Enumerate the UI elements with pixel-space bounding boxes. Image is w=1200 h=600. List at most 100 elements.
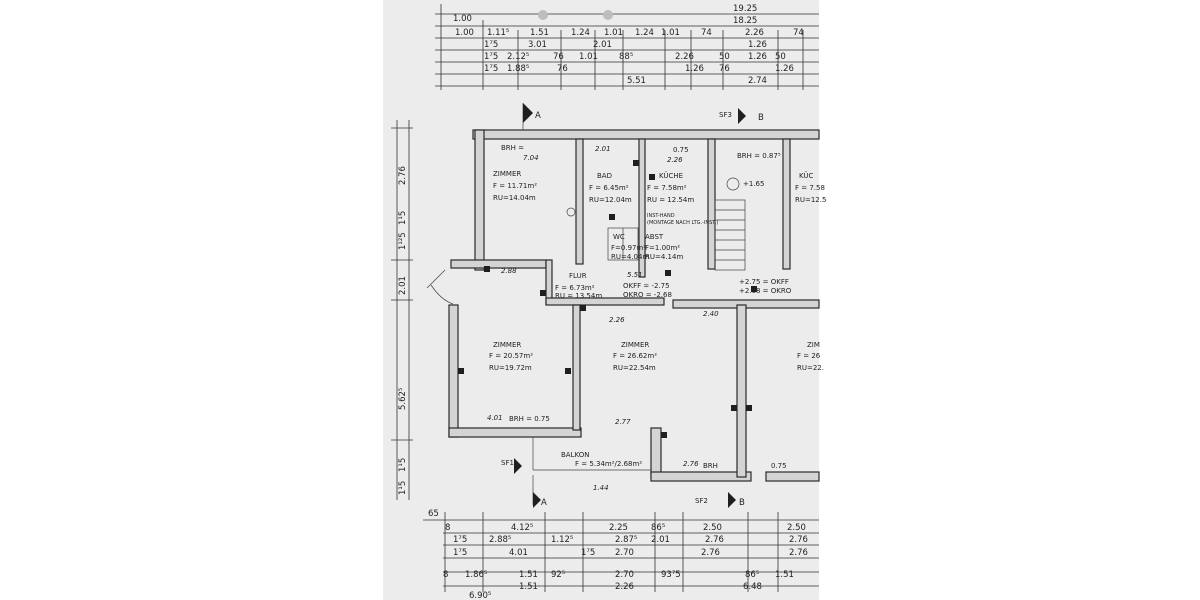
dim: 1.00 — [453, 14, 472, 24]
dim: 1⁷5 — [453, 548, 467, 558]
fixtures — [426, 177, 746, 471]
dim: 6.90⁵ — [469, 591, 491, 600]
dim: 1.26 — [775, 64, 794, 74]
room-area: F=0.97m² — [611, 244, 646, 252]
socket — [746, 405, 752, 411]
room-name: ZIMMER — [493, 170, 521, 178]
dim: 2.70 — [615, 570, 634, 580]
socket — [484, 266, 490, 272]
dim: 1¹5 — [398, 211, 408, 225]
room-wc: WC F=0.97m² RU=4.04m — [611, 233, 649, 261]
dim: 2.01 — [651, 535, 670, 545]
dim: 86⁵ — [651, 523, 665, 533]
note-level: +1.65 — [743, 180, 764, 188]
dim-overall: 19.25 — [733, 4, 757, 14]
dim: 2.01 — [593, 40, 612, 50]
dim: 2.70 — [615, 548, 634, 558]
dim: 2.26 — [745, 28, 764, 38]
section-arrow-icon — [533, 492, 541, 508]
room-perimeter: RU=12.5 — [795, 196, 826, 204]
note-install: INST-HAND — [647, 213, 675, 219]
dim: 4.12⁵ — [511, 523, 533, 533]
sketch-dim: 2.40 — [703, 310, 719, 318]
section-arrow-icon — [738, 108, 746, 124]
room-bad: BAD F = 6.45m² RU=12.04m — [589, 172, 632, 204]
room-perimeter: RU=12.04m — [589, 196, 632, 204]
dim: 2.25 — [609, 523, 628, 533]
dim: 76 — [557, 64, 568, 74]
dim: 76 — [553, 52, 564, 62]
walls — [448, 129, 820, 482]
room-balkon: BALKON F = 5.34m²/2.68m² — [561, 451, 642, 468]
door-arc — [430, 284, 454, 305]
room-area: F = 7.58 — [795, 184, 825, 192]
section-label: B — [758, 113, 764, 123]
room-area: F = 20.57m² — [489, 352, 533, 360]
dim: 2.76 — [705, 535, 724, 545]
room-area: F = 6.73m² — [555, 284, 595, 292]
room-abst: ABST F=1.00m² RU=4.14m — [645, 233, 683, 261]
dim: 1.26 — [748, 40, 767, 50]
note-level: OKRO = -2.68 — [623, 291, 672, 299]
room-name: ZIMMER — [621, 341, 649, 349]
punch-hole — [603, 10, 613, 20]
drain — [566, 207, 576, 217]
room-perimeter: RU = 13.54m — [555, 292, 602, 300]
room-name: BAD — [597, 172, 612, 180]
level-marker — [726, 177, 740, 191]
dim: 1.51 — [775, 570, 794, 580]
socket — [540, 290, 546, 296]
dim: 2.76 — [701, 548, 720, 558]
sketch-dim: 2.76 — [683, 460, 699, 468]
socket — [609, 214, 615, 220]
floor-plan-drawing: 19.25 1.00 18.25 1.00 1.11⁵ 1.51 1.24 1.… — [391, 4, 826, 600]
dim: 86⁵ — [745, 570, 759, 580]
dim: 92⁵ — [551, 570, 565, 580]
section-label: SF3 — [719, 111, 732, 119]
dim: 2.26 — [675, 52, 694, 62]
room-perimeter: RU=19.72m — [489, 364, 532, 372]
dim: 93⁷5 — [661, 570, 681, 580]
annotations: BRH = BRH = 0.87⁵ BRH = 0.75 BRH 0.75 0.… — [501, 144, 792, 470]
dim: 2.76 — [789, 548, 808, 558]
room-name: KÜCHE — [659, 171, 683, 180]
room-zimmer-middle: ZIMMER F = 26.62m² RU=22.54m — [613, 341, 657, 372]
dim: 1.24 — [571, 28, 590, 38]
punch-hole — [538, 10, 548, 20]
socket — [580, 305, 586, 311]
section-label: A — [535, 111, 541, 121]
dim: 1⁷5 — [453, 535, 467, 545]
room-name: WC — [613, 233, 625, 241]
room-name: ABST — [645, 233, 664, 241]
socket — [649, 174, 655, 180]
sketch-dim: 2.88 — [501, 267, 517, 275]
bottom-dimensions: 65 8 4.12⁵ 2.25 86⁵ 2.50 2.50 1⁷5 2.88⁵ … — [423, 509, 819, 600]
plan-sheet: 19.25 1.00 18.25 1.00 1.11⁵ 1.51 1.24 1.… — [383, 0, 826, 600]
room-perimeter: RU=4.14m — [645, 253, 683, 261]
room-area: F = 5.34m²/2.68m² — [575, 460, 642, 468]
dim: 1.01 — [579, 52, 598, 62]
section-arrow-icon — [728, 492, 736, 508]
dim: 65 — [428, 509, 439, 519]
dim: 8 — [443, 570, 448, 580]
dim: 5.62⁵ — [398, 388, 408, 410]
room-name: ZIMMER — [493, 341, 521, 349]
dim: 1.26 — [748, 52, 767, 62]
dim: 1¹²5 — [398, 232, 408, 250]
note-brh: BRH = 0.75 — [509, 415, 550, 423]
door-swing — [426, 269, 446, 289]
socket — [565, 368, 571, 374]
dim: 1.24 — [635, 28, 654, 38]
sketch-dim: 2.01 — [595, 145, 611, 153]
socket — [751, 286, 757, 292]
dim: 2.87⁵ — [615, 535, 637, 545]
room-zimmer-small: ZIMMER F = 11.71m² RU=14.04m — [493, 170, 537, 202]
room-area: F = 26 — [797, 352, 821, 360]
sketch-dim: 2.26 — [609, 316, 625, 324]
dim: 50 — [719, 52, 730, 62]
dim: 2.76 — [789, 535, 808, 545]
dim: 1.01 — [604, 28, 623, 38]
note-brh-value: 0.75 — [771, 462, 787, 470]
dim: 2.74 — [748, 76, 767, 86]
dim: 2.26 — [615, 582, 634, 592]
